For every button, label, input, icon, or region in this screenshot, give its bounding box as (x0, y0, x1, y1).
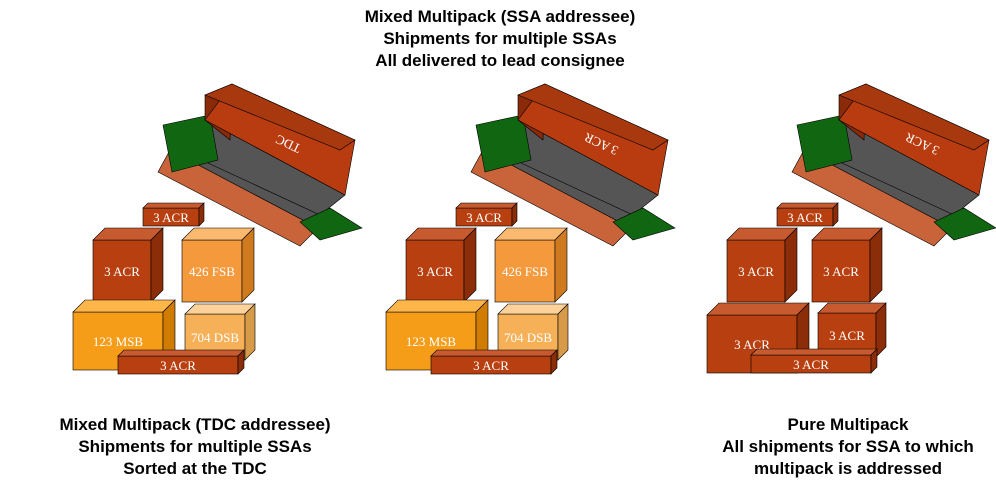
shipment-box: 426 FSB (494, 227, 568, 303)
shipment-box: 426 FSB (181, 227, 255, 303)
shipment-box: 3 ACR (811, 227, 883, 303)
box-label: 3 ACR (417, 264, 453, 279)
box-label: 426 FSB (502, 264, 548, 279)
box-label: 3 ACR (466, 210, 502, 225)
caption-line: multipack is addressed (753, 459, 943, 478)
shipment-box: 3 ACR (142, 202, 205, 227)
open-crate: 3 ACR (791, 83, 996, 247)
caption-line: Shipments for multiple SSAs (78, 437, 312, 456)
shipment-box: 3 ACR (750, 348, 878, 374)
box-label: 3 ACR (823, 264, 859, 279)
box-label: 3 ACR (104, 264, 140, 279)
box-label: 3 ACR (793, 357, 829, 372)
box-label: 426 FSB (189, 264, 235, 279)
shipment-box: 3 ACR (726, 227, 798, 303)
shipment-box: 3 ACR (92, 227, 164, 303)
box-label: 704 DSB (504, 330, 552, 345)
open-crate: 3 ACR (470, 83, 676, 247)
shipment-box: 3 ACR (455, 202, 518, 227)
box-label: 123 MSB (93, 334, 144, 349)
shipment-box: 3 ACR (405, 227, 477, 303)
box-label: 3 ACR (160, 358, 196, 373)
box-label: 3 ACR (829, 328, 865, 343)
shipment-box: 3 ACR (776, 202, 839, 227)
caption-line: All delivered to lead consignee (375, 51, 625, 70)
open-crate: TDC (157, 83, 363, 247)
box-label: 123 MSB (406, 334, 457, 349)
caption-pure-multipack: Pure Multipack All shipments for SSA to … (700, 414, 996, 480)
shipment-box: 3 ACR (117, 349, 245, 375)
box-label: 3 ACR (734, 337, 770, 352)
caption-line: Mixed Multipack (SSA addressee) (364, 7, 636, 26)
caption-line: Shipments for multiple SSAs (383, 29, 617, 48)
shipment-box: 704 DSB (497, 303, 569, 361)
box-label: 3 ACR (787, 210, 823, 225)
box-label: 3 ACR (738, 264, 774, 279)
box-label: 3 ACR (473, 358, 509, 373)
caption-line: Mixed Multipack (TDC addressee) (59, 415, 331, 434)
box-label: 704 DSB (191, 330, 239, 345)
caption-line: Sorted at the TDC (123, 459, 267, 478)
caption-ssa-addressee: Mixed Multipack (SSA addressee) Shipment… (300, 6, 700, 72)
caption-line: Pure Multipack (787, 415, 909, 434)
caption-tdc-addressee: Mixed Multipack (TDC addressee) Shipment… (0, 414, 390, 480)
caption-line: All shipments for SSA to which (722, 437, 974, 456)
shipment-box: 3 ACR (430, 349, 558, 375)
box-label: 3 ACR (153, 210, 189, 225)
